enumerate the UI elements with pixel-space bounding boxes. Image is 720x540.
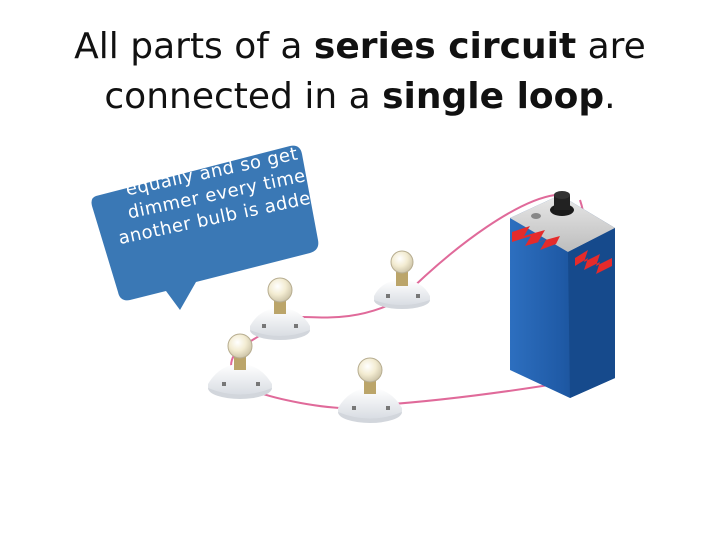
title-emphasis-single-loop: single loop: [382, 76, 605, 117]
bulb-socket: [374, 250, 430, 309]
battery-lightning-icon: [575, 250, 612, 274]
callout-bubble: [91, 145, 319, 310]
battery: [510, 191, 615, 398]
bulb-socket: [338, 357, 402, 423]
light-bulb-icon: [227, 333, 253, 359]
bulb-socket: [208, 333, 272, 399]
title-emphasis-series-circuit: series circuit: [313, 26, 577, 67]
bulb-socket: [250, 277, 310, 340]
title-line-1: All parts of a series circuit are: [0, 22, 720, 72]
title-text: .: [604, 76, 616, 117]
light-bulb-icon: [357, 357, 383, 383]
title-text: connected in a: [104, 76, 383, 117]
light-bulb-icon: [267, 277, 293, 303]
title-line-2: connected in a single loop.: [0, 72, 720, 122]
title-text: All parts of a: [74, 26, 314, 67]
battery-lightning-icon: [512, 226, 560, 250]
light-bulb-icon: [390, 250, 414, 274]
slide-title: All parts of a series circuit are connec…: [0, 22, 720, 122]
title-text: are: [576, 26, 646, 67]
